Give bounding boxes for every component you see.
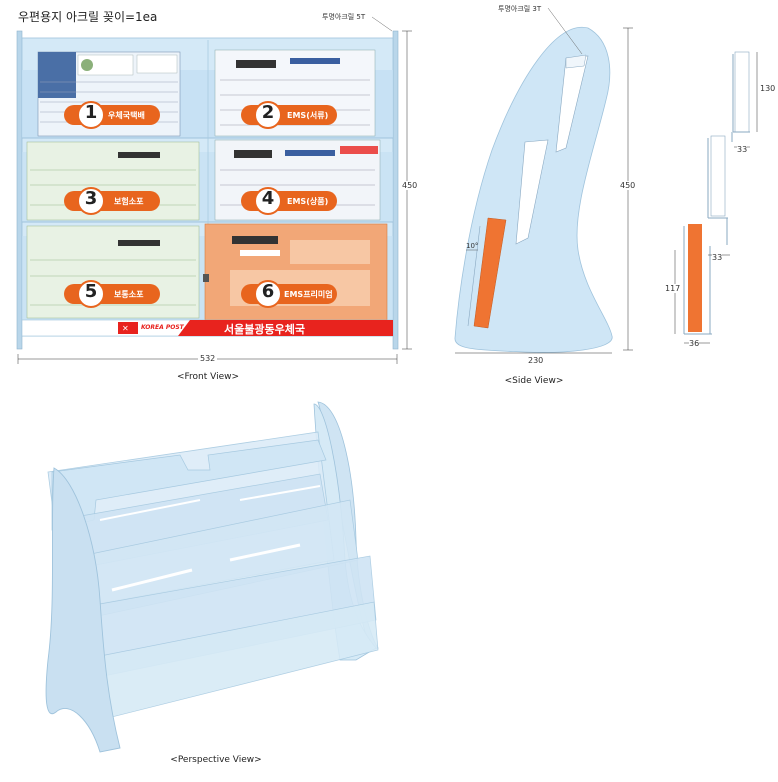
page-title: 우편용지 아크릴 꽂이=1ea [18,10,158,24]
detail-dim-33a: 33 [737,145,748,154]
detail-dim-33b: 33 [712,253,723,262]
slot-label: 보통소포 [114,290,144,299]
office-label: 서울불광동우체국 [224,323,305,336]
side-angle-dim: 10° [466,242,479,250]
slot-badge-1 [64,101,160,129]
side-caption: <Side View> [504,376,564,386]
front-width-dim: 532 [198,354,218,363]
slot-number: 3 [84,188,98,209]
front-note: 투명아크릴 5T [322,13,366,21]
slot-number: 6 [261,281,275,302]
slot-label: EMS(상품) [287,197,329,206]
side-view-drawing [454,7,633,354]
form-6 [203,223,388,321]
detail-dim-117: 117 [665,284,681,293]
slot-label: 보험소포 [114,197,144,206]
slot-label: EMS프리미엄 [284,290,333,299]
slot-number: 5 [84,281,98,302]
brand-label: KOREA POST [141,324,184,331]
red-band [178,320,393,336]
detail-view-drawing [674,51,758,344]
detail-dim-36: 36 [689,339,700,348]
slot-number: 2 [261,102,275,123]
slot-label: EMS(서류) [287,111,329,120]
korea-post-logo: ✕ [118,322,138,334]
slot-number: 1 [84,102,98,123]
slot-badge-2 [241,101,337,129]
side-note: 투명아크릴 3T [498,5,542,13]
slot-badge-3 [64,187,160,215]
front-height-dim: 450 [402,181,418,190]
form-5 [26,225,200,319]
front-caption: <Front View> [176,372,240,382]
slot-badge-4 [241,187,337,215]
svg-text:✕: ✕ [122,324,129,333]
perspective-view-drawing [45,401,379,753]
right-post [392,30,399,350]
side-height-dim: 450 [620,181,636,190]
slot-number: 4 [261,188,275,209]
side-depth-dim: 230 [528,356,544,365]
detail-dim-130: 130 [760,84,776,93]
slot-badge-6 [241,280,337,308]
perspective-caption: <Perspective View> [170,755,262,765]
slot-badge-5 [64,280,160,308]
left-post [16,30,23,350]
slot-label: 우체국택배 [108,111,145,120]
